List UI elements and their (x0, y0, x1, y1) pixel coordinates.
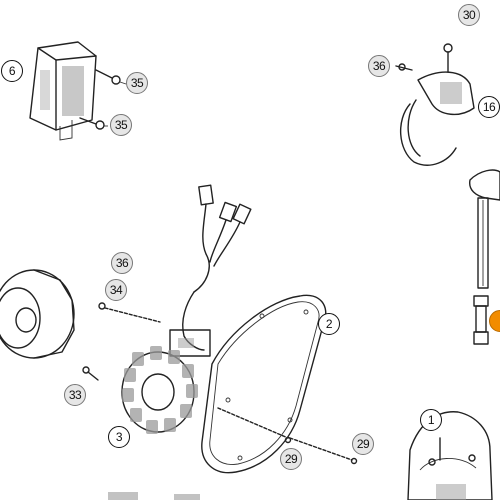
callout-36-coil[interactable]: 36 (368, 55, 390, 77)
callout-33[interactable]: 33 (64, 384, 86, 406)
cover-gasket (201, 294, 327, 474)
spark-plug (473, 295, 489, 345)
spark-plug-cap (469, 169, 500, 289)
callout-36-harness[interactable]: 36 (111, 252, 133, 274)
screw-35-upper (95, 69, 127, 85)
callout-3[interactable]: 3 (108, 426, 130, 448)
callout-1[interactable]: 1 (420, 409, 442, 431)
lower-fragment (108, 492, 200, 500)
screw-33 (82, 366, 99, 381)
callout-35-upper[interactable]: 35 (126, 72, 148, 94)
callout-29-right[interactable]: 29 (352, 433, 374, 455)
cdi-unit (29, 41, 97, 141)
dowel-29-right (289, 437, 358, 465)
flywheel-rotor (0, 269, 75, 359)
screw-34 (98, 302, 161, 323)
callout-6[interactable]: 6 (1, 60, 23, 82)
bolt-36-coil (395, 63, 413, 71)
callout-35-lower[interactable]: 35 (110, 114, 132, 136)
stator-wiring-harness (169, 184, 252, 357)
stator (121, 346, 198, 434)
callout-34[interactable]: 34 (105, 279, 127, 301)
screw-35-lower (79, 117, 108, 130)
dowel-29-left (217, 407, 292, 444)
callout-2[interactable]: 2 (318, 313, 340, 335)
callout-30[interactable]: 30 (458, 4, 480, 26)
callout-29-left[interactable]: 29 (280, 448, 302, 470)
callout-16[interactable]: 16 (478, 96, 500, 118)
ignition-coil (399, 43, 475, 166)
